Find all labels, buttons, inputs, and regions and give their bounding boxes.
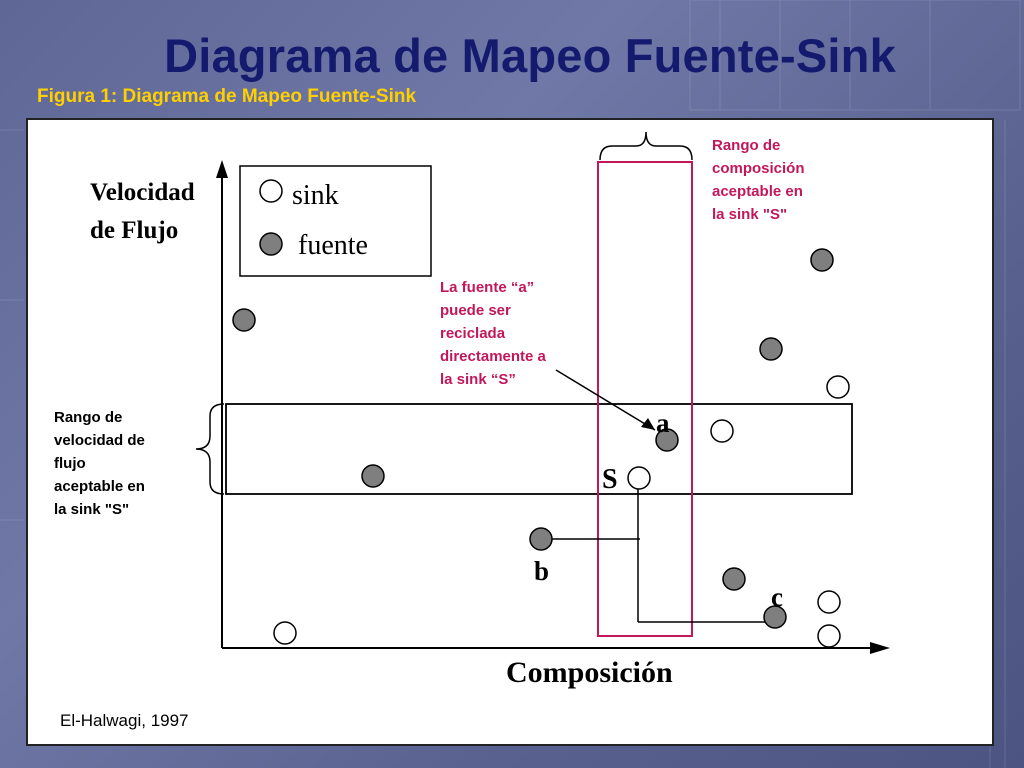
source-point	[759, 337, 783, 361]
source-point	[361, 464, 385, 488]
flow-note-line5: la sink "S"	[54, 501, 129, 518]
flow-note-line1: Rango de	[54, 409, 122, 426]
point-label-c: c	[771, 582, 783, 612]
source-sink-diagram: Velocidad de Flujo Composición sink fuen…	[54, 131, 890, 730]
composition-note-line1: Rango de	[712, 137, 780, 154]
sink-point	[817, 624, 841, 648]
source-point	[722, 567, 746, 591]
y-axis-label-line1: Velocidad	[90, 179, 195, 206]
source-point-c	[763, 605, 787, 629]
legend-sink-marker	[259, 179, 283, 203]
point-label-a: a	[656, 408, 670, 438]
figure-caption: Figura 1: Diagrama de Mapeo Fuente-Sink	[37, 86, 417, 107]
point-label-b: b	[534, 556, 549, 586]
legend-source-label: fuente	[298, 230, 368, 261]
diagram-panel: Velocidad de Flujo Composición sink fuen…	[26, 118, 994, 746]
sink-point	[273, 621, 297, 645]
flow-range-box	[225, 403, 853, 495]
flow-brace	[195, 403, 225, 495]
composition-range-note: Rango de composición aceptable en la sin…	[712, 137, 805, 223]
recycle-arrow-head	[641, 418, 655, 430]
y-axis-label-line2: de Flujo	[90, 217, 178, 244]
x-axis-arrow	[870, 642, 890, 654]
flow-note-line2: velocidad de	[54, 432, 145, 449]
source-point	[810, 248, 834, 272]
recycle-note-line5: la sink “S”	[440, 371, 516, 388]
recycle-arrow-line	[555, 369, 656, 431]
composition-range-box	[597, 161, 693, 637]
sink-point	[817, 590, 841, 614]
flow-note-line3: flujo	[54, 455, 86, 472]
composition-note-line4: la sink "S"	[712, 206, 787, 223]
sink-point	[710, 419, 734, 443]
recycle-note-line2: puede ser	[440, 302, 511, 319]
x-axis-label: Composición	[506, 656, 673, 689]
recycle-note-line3: reciclada	[440, 325, 506, 342]
legend-source-marker	[259, 232, 283, 256]
legend-sink-label: sink	[292, 180, 339, 211]
recycle-note: La fuente “a” puede ser reciclada direct…	[440, 279, 547, 388]
y-axis-arrow	[216, 160, 228, 178]
recycle-note-line4: directamente a	[440, 348, 547, 365]
point-label-s: S	[602, 464, 618, 495]
sink-point-s	[627, 466, 651, 490]
citation: El-Halwagi, 1997	[60, 711, 189, 730]
flow-note-line4: aceptable en	[54, 478, 145, 495]
recycle-note-line1: La fuente “a”	[440, 279, 534, 296]
composition-brace	[599, 131, 693, 161]
composition-note-line3: aceptable en	[712, 183, 803, 200]
sink-point	[826, 375, 850, 399]
slide-title: Diagrama de Mapeo Fuente-Sink	[164, 29, 896, 82]
composition-note-line2: composición	[712, 160, 805, 177]
flow-range-note: Rango de velocidad de flujo aceptable en…	[54, 409, 145, 518]
source-point-b	[529, 527, 553, 551]
source-point-a	[655, 428, 679, 452]
source-point	[232, 308, 256, 332]
